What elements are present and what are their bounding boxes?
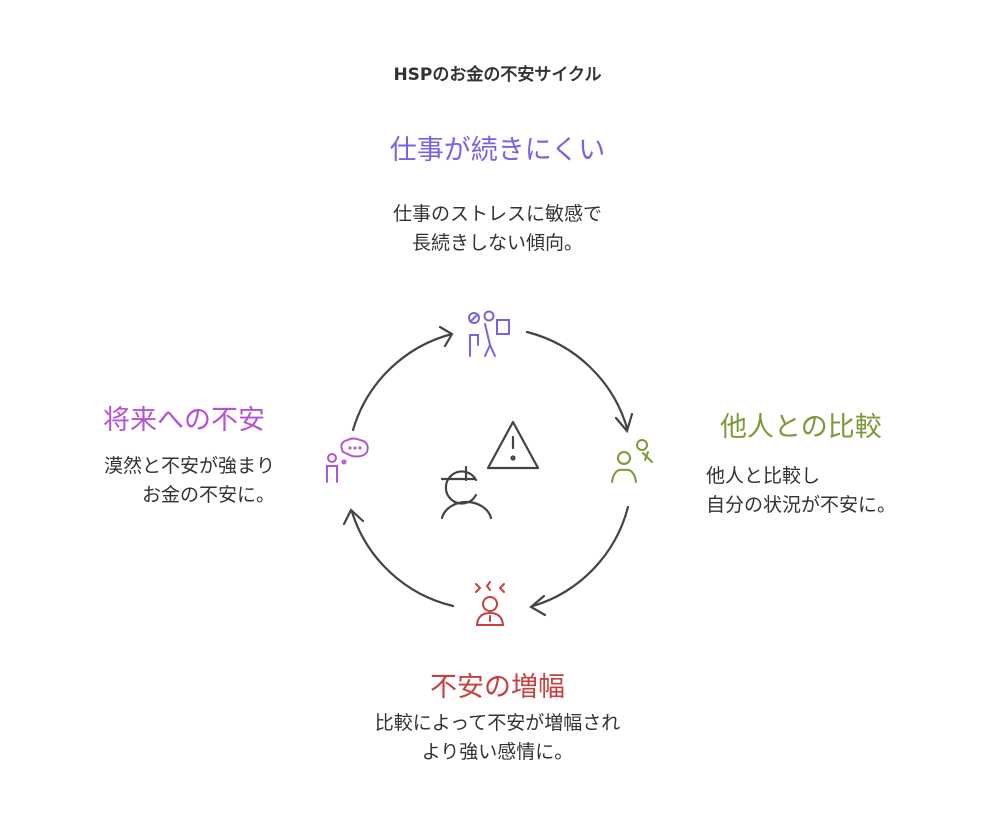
diagram-title: HSPのお金の不安サイクル <box>393 65 602 85</box>
arrow-top-right <box>525 330 634 434</box>
arrow-left-top <box>351 325 454 432</box>
arrow-right-bottom <box>529 505 630 617</box>
node-desc-amplify: 比較によって不安が増幅されより強い感情に。 <box>374 712 621 763</box>
worried-thought-icon <box>326 437 369 483</box>
arrow-bottom-left <box>342 508 455 608</box>
comparing-people-icon <box>611 439 653 483</box>
node-heading-work: 仕事が続きにくい <box>389 135 606 166</box>
stressed-worker-icon <box>468 310 510 357</box>
node-heading-compare: 他人との比較 <box>720 412 882 443</box>
node-heading-future: 将来への不安 <box>103 405 265 436</box>
person-money-warning-icon <box>440 420 540 520</box>
node-desc-future: 漠然と不安が強まりお金の不安に。 <box>103 455 275 506</box>
node-desc-compare: 他人と比較し自分の状況が不安に。 <box>706 465 897 516</box>
node-heading-amplify: 不安の増幅 <box>430 672 565 703</box>
anxious-person-icon <box>475 581 505 626</box>
node-desc-work: 仕事のストレスに敏感で長続きしない傾向。 <box>392 203 602 254</box>
